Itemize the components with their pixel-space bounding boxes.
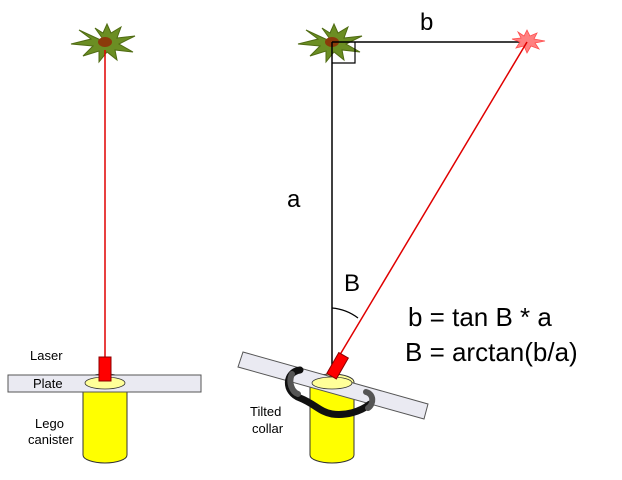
tilted-collar bbox=[284, 366, 376, 418]
canister-label-line1: Lego bbox=[35, 416, 64, 431]
right-angle-marker-icon bbox=[332, 42, 356, 64]
collar-label-line1: Tilted bbox=[250, 404, 281, 419]
formula-line2: B = arctan(b/a) bbox=[405, 337, 578, 367]
side-b-label: b bbox=[420, 9, 433, 36]
formula-line1: b = tan B * a bbox=[408, 302, 552, 332]
right-setup: b a B Tilted collar bbox=[237, 9, 546, 464]
plate-label: Plate bbox=[33, 376, 63, 391]
angle-arc-icon bbox=[331, 307, 359, 319]
left-setup: Laser Plate Lego canister bbox=[7, 23, 202, 464]
laser-beam-angled bbox=[337, 41, 528, 359]
angle-b-label: B bbox=[344, 270, 360, 297]
tree-canopy-icon bbox=[70, 23, 136, 63]
canister-label-line2: canister bbox=[28, 432, 74, 447]
laser-label: Laser bbox=[30, 348, 63, 363]
formulas: b = tan B * a B = arctan(b/a) bbox=[405, 302, 578, 367]
tree-canopy-icon bbox=[297, 23, 363, 63]
laser-spot-burst-icon bbox=[511, 29, 546, 54]
laser-body-tilted bbox=[326, 351, 350, 380]
laser-body bbox=[98, 356, 112, 382]
collar-label-line2: collar bbox=[252, 421, 284, 436]
side-a-label: a bbox=[287, 186, 301, 213]
